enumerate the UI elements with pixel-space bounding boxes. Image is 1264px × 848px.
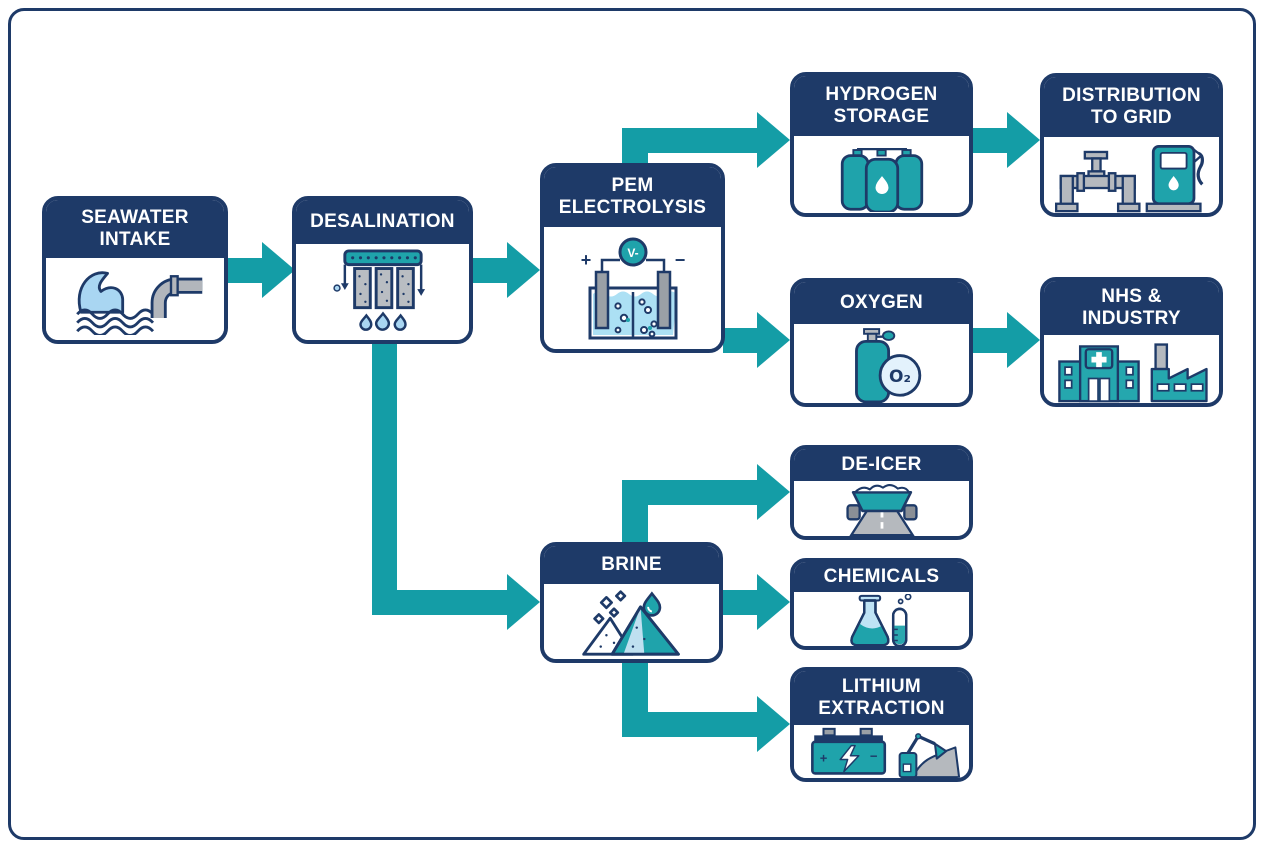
electrolysis-cell-icon: V- + − (580, 237, 685, 340)
node-distribution-to-grid: DISTRIBUTION TO GRID (1040, 73, 1223, 217)
node-hydrogen-storage: HYDROGEN STORAGE (790, 72, 973, 217)
salt-pile-droplet-icon (581, 590, 680, 656)
node-label: SEAWATER INTAKE (46, 200, 224, 258)
node-label: OXYGEN (794, 282, 969, 324)
svg-text:−: − (869, 748, 877, 763)
node-label: DESALINATION (296, 200, 469, 244)
node-lithium-extraction: LITHIUM EXTRACTION + − (790, 667, 973, 782)
node-label: LITHIUM EXTRACTION (794, 671, 969, 725)
oxygen-cylinder-icon: O₂ (854, 328, 921, 403)
gritter-road-icon (845, 484, 918, 536)
node-label: DISTRIBUTION TO GRID (1044, 77, 1219, 137)
svg-text:−: − (674, 250, 685, 270)
pipeline-fuel-pump-icon (1054, 145, 1204, 213)
node-brine: BRINE (540, 542, 723, 663)
node-label: DE-ICER (794, 449, 969, 481)
node-oxygen: OXYGEN O₂ (790, 278, 973, 407)
svg-text:+: + (819, 750, 827, 765)
battery-excavator-icon: + − (810, 727, 960, 778)
node-label: HYDROGEN STORAGE (794, 76, 969, 136)
filter-icon (332, 249, 425, 331)
node-pem-electrolysis: PEM ELECTROLYSIS V- + − (540, 163, 725, 353)
node-label: NHS & INDUSTRY (1044, 281, 1219, 335)
svg-text:+: + (580, 250, 591, 270)
node-label: PEM ELECTROLYSIS (544, 167, 721, 227)
svg-text:O₂: O₂ (889, 367, 911, 387)
node-de-icer: DE-ICER (790, 445, 973, 540)
hospital-factory-icon (1057, 343, 1208, 403)
flask-test-tube-icon (849, 594, 912, 646)
svg-text:V-: V- (627, 246, 638, 260)
node-desalination: DESALINATION (292, 196, 473, 344)
node-nhs-industry: NHS & INDUSTRY (1040, 277, 1223, 407)
node-label: BRINE (544, 546, 719, 584)
node-seawater-intake: SEAWATER INTAKE (42, 196, 228, 344)
node-chemicals: CHEMICALS (790, 558, 973, 650)
wave-pipe-icon (76, 271, 203, 335)
node-label: CHEMICALS (794, 562, 969, 592)
gas-cylinders-icon (840, 147, 923, 212)
